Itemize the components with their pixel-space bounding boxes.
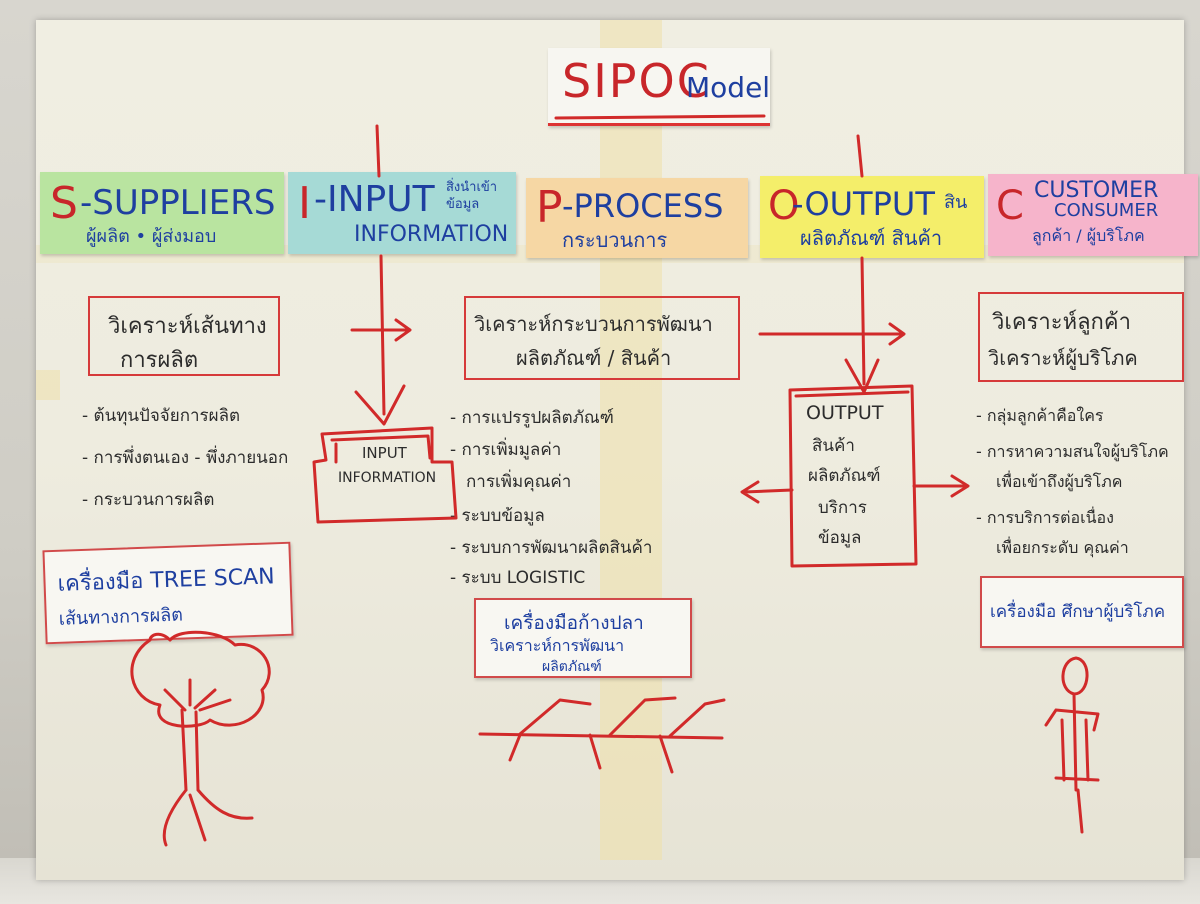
header-note: สิน	[944, 192, 968, 213]
header-card-input: I -INPUT สิ่งนำเข้า ข้อมูล INFORMATION	[288, 172, 516, 254]
supplier-list-item: - ต้นทุนปัจจัยการผลิต	[82, 406, 241, 426]
header-card-process: P -PROCESS กระบวนการ	[526, 178, 748, 258]
analysis-line: ผลิตภัณฑ์ / สินค้า	[516, 346, 672, 370]
output-box-line: บริการ	[818, 498, 867, 518]
analysis-box-process: วิเคราะห์กระบวนการพัฒนา ผลิตภัณฑ์ / สินค…	[464, 296, 740, 380]
header-letter: I	[298, 178, 311, 229]
analysis-line: การผลิต	[120, 348, 199, 373]
output-box-line: OUTPUT	[806, 402, 884, 424]
tool-subtitle: เส้นทางการผลิต	[58, 604, 184, 630]
input-box-line: INPUT	[362, 444, 407, 462]
header-subtitle: ผู้ผลิต • ผู้ส่งมอบ	[86, 226, 217, 247]
header-title: -PROCESS	[562, 187, 724, 225]
tool-subtitle-2: ผลิตภัณฑ์	[542, 659, 602, 675]
header-letter: C	[996, 183, 1024, 229]
tool-card-tree-scan: เครื่องมือ TREE SCAN เส้นทางการผลิต	[42, 541, 294, 645]
title-model: Model	[686, 71, 770, 104]
header-note: สิ่งนำเข้า ข้อมูล	[446, 180, 498, 212]
header-subtitle: INFORMATION	[354, 222, 509, 247]
tool-title: เครื่องมือ TREE SCAN	[57, 564, 276, 597]
customer-list-item: เพื่อยกระดับ คุณค่า	[996, 538, 1129, 557]
output-box-line: ข้อมูล	[818, 528, 862, 548]
header-subtitle: ลูกค้า / ผู้บริโภค	[1032, 226, 1145, 245]
customer-list-item: - กลุ่มลูกค้าคือใคร	[976, 406, 1104, 425]
tool-card-consumer-study: เครื่องมือ ศึกษาผู้บริโภค	[980, 576, 1184, 648]
title-card: SIPOC Model	[548, 48, 770, 126]
analysis-box-supplier: วิเคราะห์เส้นทาง การผลิต	[88, 296, 280, 376]
header-subtitle: ผลิตภัณฑ์ สินค้า	[800, 226, 943, 250]
tape-strip	[600, 20, 662, 860]
header-letter: P	[536, 182, 563, 233]
header-title: CUSTOMER	[1034, 178, 1159, 203]
supplier-list-item: - กระบวนการผลิต	[82, 490, 215, 510]
tool-subtitle: วิเคราะห์การพัฒนา	[490, 636, 625, 655]
analysis-line: วิเคราะห์ผู้บริโภค	[988, 346, 1138, 370]
process-list-item: - การแปรรูปผลิตภัณฑ์	[450, 408, 614, 428]
header-subtitle: กระบวนการ	[562, 228, 668, 252]
analysis-box-customer: วิเคราะห์ลูกค้า วิเคราะห์ผู้บริโภค	[978, 292, 1184, 382]
header-card-output: O -OUTPUT สิน ผลิตภัณฑ์ สินค้า	[760, 176, 984, 258]
header-letter: O	[768, 183, 800, 229]
output-box-line: ผลิตภัณฑ์	[808, 466, 881, 486]
output-box-line: สินค้า	[812, 436, 855, 456]
analysis-line: วิเคราะห์เส้นทาง	[108, 314, 267, 339]
tool-title: เครื่องมือก้างปลา	[504, 612, 644, 634]
customer-list-item: - การบริการต่อเนื่อง	[976, 508, 1114, 527]
header-title: -INPUT	[314, 179, 435, 220]
header-letter: S	[50, 178, 78, 229]
customer-list-item: เพื่อเข้าถึงผู้บริโภค	[996, 472, 1123, 491]
title-sipoc: SIPOC	[562, 54, 711, 108]
header-card-suppliers: S -SUPPLIERS ผู้ผลิต • ผู้ส่งมอบ	[40, 172, 284, 254]
process-list-item: - การเพิ่มมูลค่า	[450, 440, 562, 460]
process-list-item: การเพิ่มคุณค่า	[466, 472, 572, 492]
analysis-line: วิเคราะห์กระบวนการพัฒนา	[474, 312, 713, 336]
process-list-item: - ระบบข้อมูล	[450, 506, 545, 526]
analysis-line: วิเคราะห์ลูกค้า	[992, 310, 1131, 335]
tool-title: เครื่องมือ ศึกษาผู้บริโภค	[990, 602, 1166, 622]
header-title: -OUTPUT	[792, 185, 935, 223]
input-box-line: INFORMATION	[338, 470, 437, 486]
header-title: -SUPPLIERS	[80, 183, 276, 223]
customer-list-item: - การหาความสนใจผู้บริโภค	[976, 442, 1169, 461]
header-title-2: CONSUMER	[1054, 200, 1159, 221]
tape-strip	[36, 370, 60, 400]
tool-card-fishbone: เครื่องมือก้างปลา วิเคราะห์การพัฒนา ผลิต…	[474, 598, 692, 678]
process-list-item: - ระบบการพัฒนาผลิตสินค้า	[450, 538, 653, 558]
process-list-item: - ระบบ LOGISTIC	[450, 568, 586, 588]
header-card-customer: C CUSTOMER CONSUMER ลูกค้า / ผู้บริโภค	[988, 174, 1198, 256]
supplier-list-item: - การพึ่งตนเอง - พึ่งภายนอก	[82, 448, 289, 468]
